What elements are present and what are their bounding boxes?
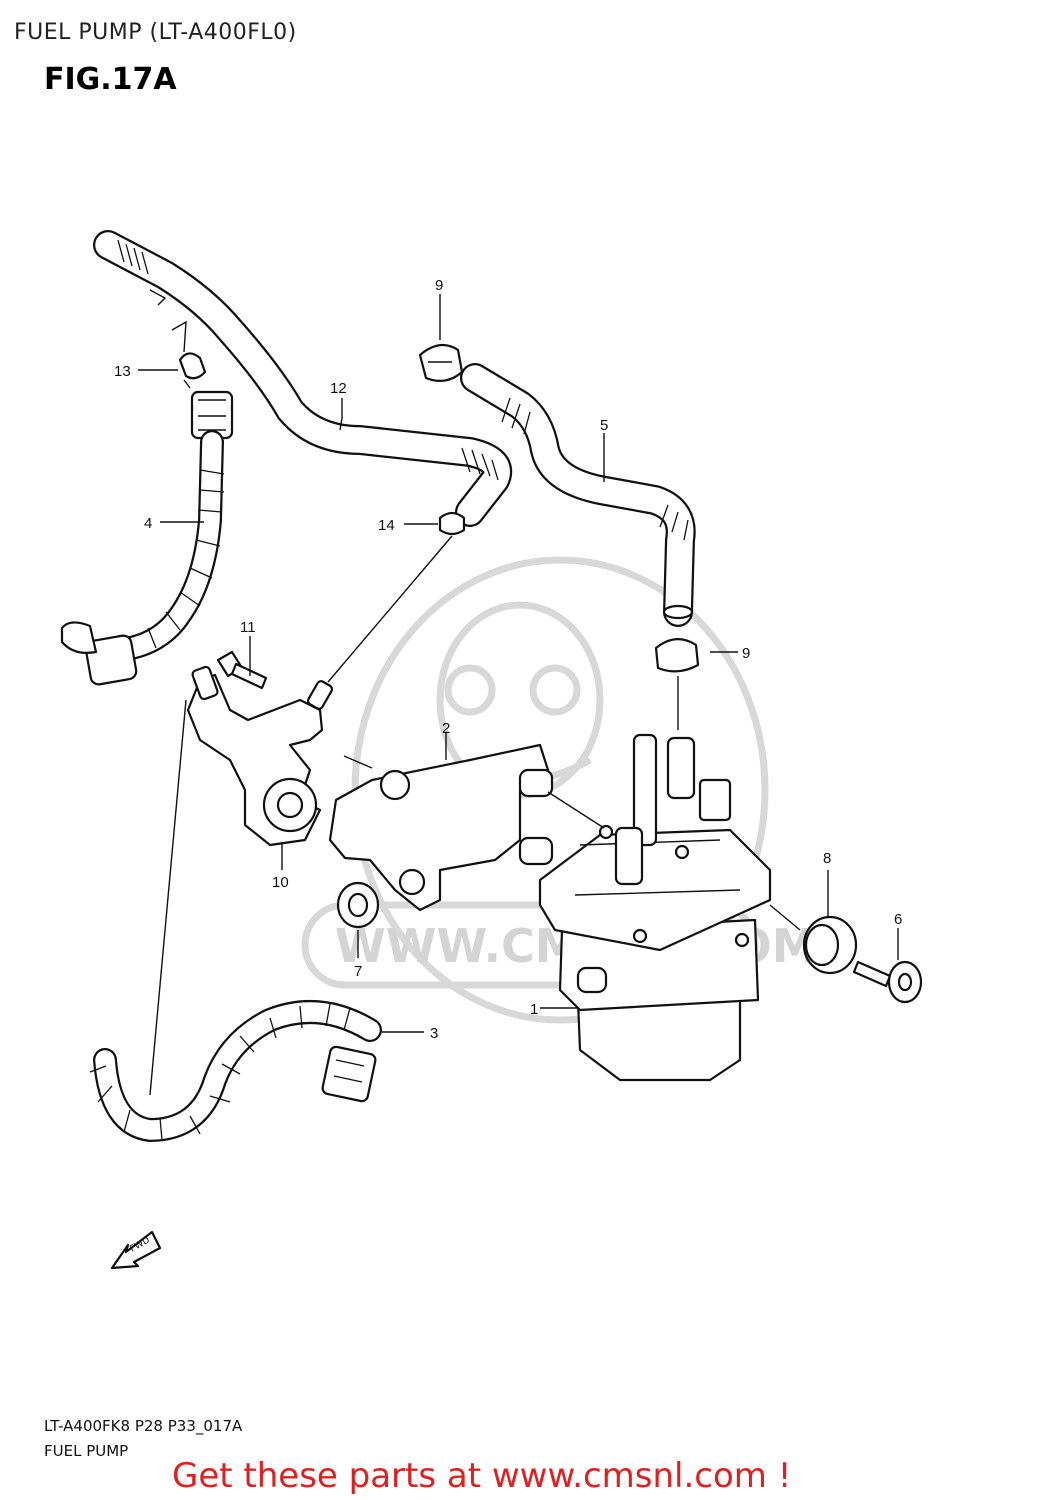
callout-7: 7 — [354, 963, 362, 980]
callout-12: 12 — [330, 380, 347, 397]
part-11-bolt — [216, 650, 268, 690]
callout-labels: 1 2 3 4 5 6 7 8 9 9 10 11 12 13 14 — [114, 277, 902, 1042]
callout-13: 13 — [114, 363, 131, 380]
part-6-bolt — [852, 960, 923, 1004]
part-3-wiring-harness — [89, 1000, 382, 1142]
diagram-code: LT-A400FK8 P28 P33_017A — [44, 1417, 243, 1435]
part-12-breather-hose — [93, 230, 513, 527]
fwd-direction-badge: FWD — [110, 1230, 162, 1270]
part-8-grommet — [802, 915, 858, 975]
part-9-clamp-lower — [654, 638, 700, 673]
callout-4: 4 — [144, 515, 152, 532]
diagram-name: FUEL PUMP — [44, 1442, 129, 1460]
callout-8: 8 — [823, 850, 831, 867]
part-14-clamp — [438, 511, 466, 536]
callout-9-lower: 9 — [742, 645, 750, 662]
callout-1: 1 — [530, 1001, 538, 1018]
promo-link-text[interactable]: Get these parts at www.cmsnl.com ! — [172, 1456, 792, 1496]
part-7-grommet — [336, 881, 380, 929]
callout-6: 6 — [894, 911, 902, 928]
page-header-title: FUEL PUMP (LT-A400FL0) — [14, 20, 297, 45]
leader-lines — [138, 294, 899, 1096]
part-2-bracket — [328, 743, 554, 912]
callout-9-upper: 9 — [435, 277, 443, 294]
part-4-wiring-harness — [60, 390, 234, 686]
callout-11: 11 — [240, 619, 256, 636]
callout-5: 5 — [600, 417, 608, 434]
figure-number: FIG.17A — [44, 62, 177, 97]
callout-3: 3 — [430, 1025, 438, 1042]
part-1-fuel-pump — [538, 733, 772, 1082]
part-9-clamp-upper — [418, 343, 464, 383]
callout-14: 14 — [378, 517, 395, 534]
part-13-clamp — [171, 320, 207, 389]
callout-2: 2 — [442, 720, 450, 737]
part-5-fuel-hose — [460, 363, 696, 627]
callout-10: 10 — [272, 874, 289, 891]
part-10-valve — [186, 665, 334, 847]
